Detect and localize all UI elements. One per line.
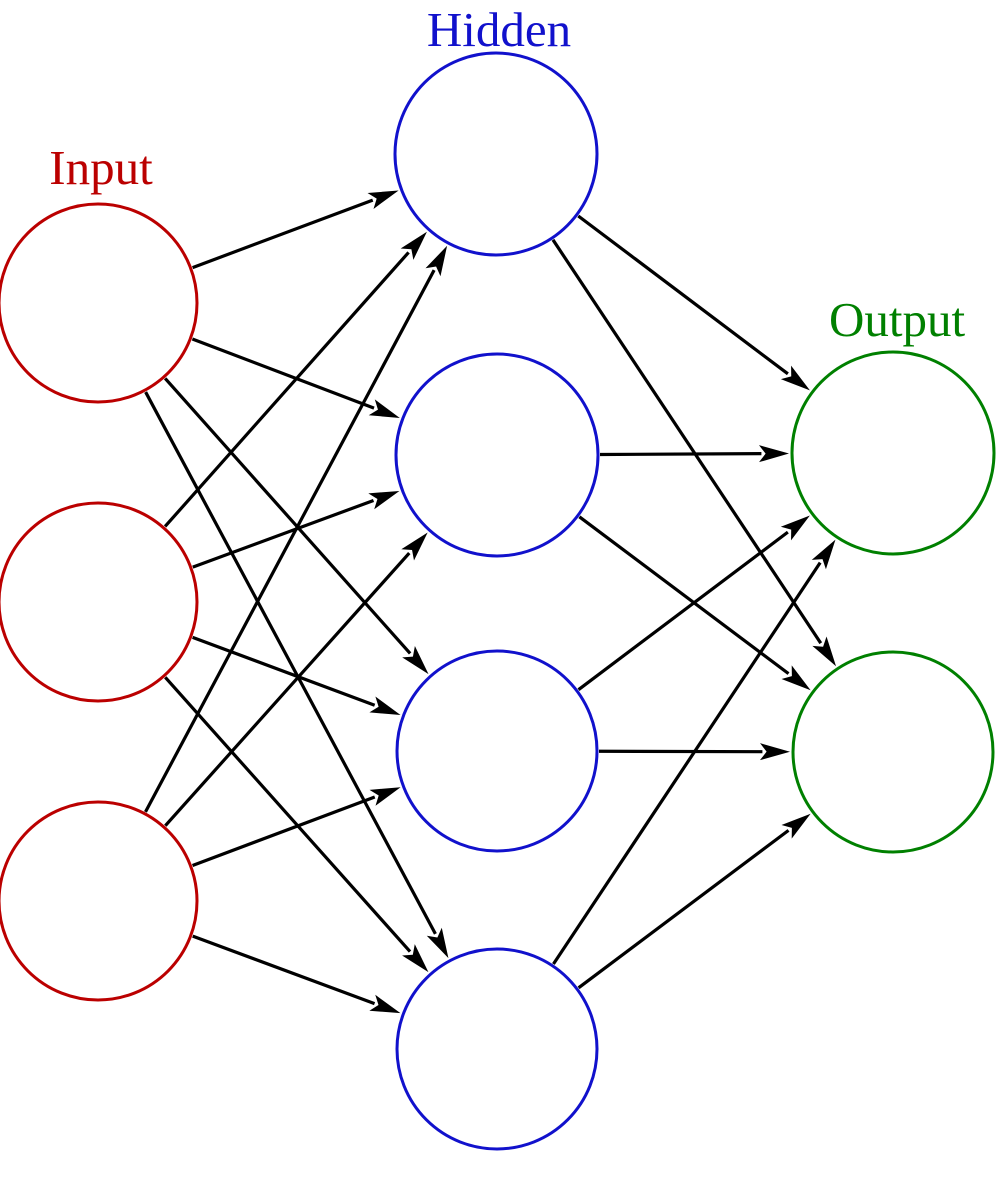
arrowhead-i2-h3 [369, 696, 401, 715]
arrowhead-i3-h4 [369, 994, 401, 1014]
edge-h2-o2 [578, 515, 790, 675]
edge-i3-h2 [164, 552, 411, 827]
arrowhead-h1-o2 [812, 636, 837, 667]
hidden-neuron-4[interactable] [395, 947, 599, 1151]
hidden-neuron-2[interactable] [394, 352, 600, 558]
output-neuron-1[interactable] [790, 350, 996, 556]
edge-i1-h4 [144, 391, 437, 935]
input-layer-label: Input [49, 140, 153, 195]
edge-h2-o1 [599, 452, 762, 457]
arrowhead-i1-h2 [368, 399, 400, 418]
edge-i3-h4 [192, 934, 376, 1006]
edge-h1-o1 [577, 214, 789, 376]
edge-h4-o2 [577, 829, 790, 990]
edge-i2-h3 [192, 635, 376, 707]
edge-i3-h3 [191, 795, 376, 867]
input-neuron-1[interactable] [0, 202, 199, 404]
output-neuron-2[interactable] [791, 650, 995, 854]
arrowhead-i1-h4 [426, 927, 449, 959]
arrowhead-h3-o2 [759, 743, 790, 761]
hidden-layer-label: Hidden [427, 2, 571, 57]
edge-i1-h3 [163, 377, 412, 655]
edge-i3-h1 [144, 269, 436, 813]
arrowhead-h1-o1 [780, 365, 810, 391]
edge-i2-h4 [164, 676, 412, 953]
arrowhead-h4-o1 [811, 539, 836, 570]
arrowhead-i2-h4 [402, 944, 429, 973]
arrowhead-h3-o1 [780, 515, 810, 541]
input-neuron-3[interactable] [0, 800, 199, 1002]
edges-group [144, 190, 837, 1014]
arrowhead-i1-h1 [367, 190, 399, 209]
hidden-neuron-1[interactable] [393, 51, 599, 257]
input-neuron-2[interactable] [0, 501, 199, 703]
arrowhead-i2-h1 [400, 231, 427, 260]
arrowhead-h2-o2 [781, 665, 811, 691]
hidden-neuron-3[interactable] [395, 649, 599, 853]
edge-i1-h1 [192, 198, 374, 270]
edge-i2-h1 [163, 251, 410, 528]
arrowhead-i3-h2 [401, 532, 428, 561]
arrowhead-i3-h1 [425, 245, 448, 277]
edge-h3-o1 [577, 530, 789, 691]
edge-h1-o2 [551, 238, 823, 645]
arrowhead-h2-o1 [758, 445, 789, 463]
edge-i2-h2 [192, 498, 375, 569]
arrowhead-i1-h3 [402, 646, 429, 675]
nodes-group [0, 51, 996, 1151]
edge-i1-h2 [191, 337, 375, 410]
arrowhead-h4-o2 [781, 813, 811, 839]
edge-h4-o1 [552, 561, 822, 965]
arrowhead-i2-h2 [368, 490, 400, 510]
output-layer-label: Output [829, 292, 966, 347]
arrowhead-i3-h3 [369, 787, 401, 806]
